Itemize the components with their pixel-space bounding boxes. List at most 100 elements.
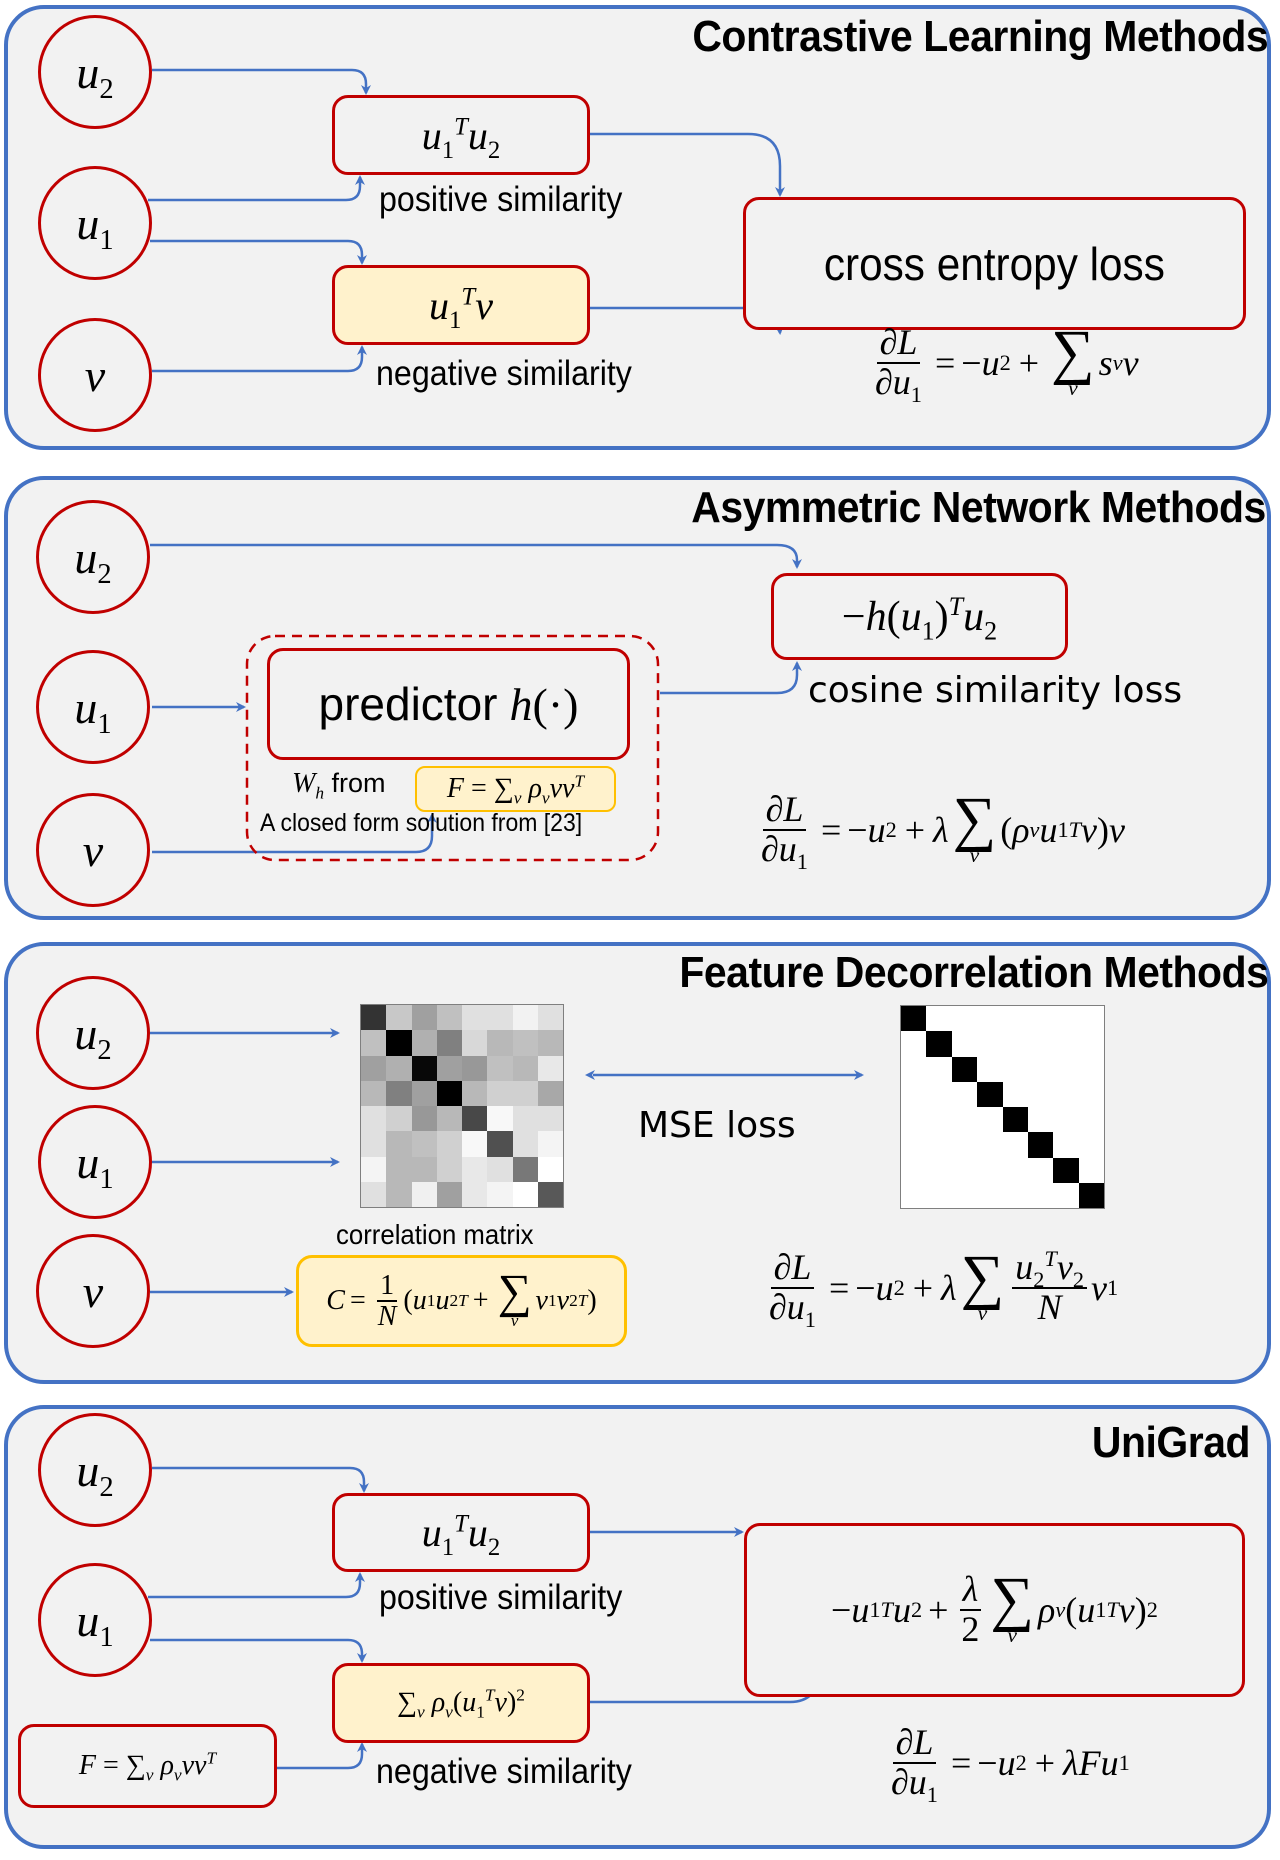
correlation-cell	[411, 1156, 437, 1182]
correlation-cell	[386, 1080, 412, 1106]
correlation-cell	[487, 1080, 513, 1106]
node-u2: u2	[36, 500, 150, 614]
identity-cell	[926, 1006, 952, 1032]
correlation-cell	[411, 1030, 437, 1056]
correlation-cell	[462, 1030, 488, 1056]
correlation-cell	[537, 1131, 563, 1157]
identity-cell	[1002, 1081, 1028, 1107]
identity-cell	[951, 1056, 978, 1082]
identity-cell	[1078, 1182, 1104, 1208]
node-u1: u1	[38, 166, 152, 280]
closed-form-note: A closed form solution from [23]	[260, 809, 583, 837]
correlation-cell	[487, 1005, 513, 1031]
correlation-cell	[512, 1181, 538, 1207]
correlation-cell	[487, 1156, 513, 1182]
correlation-cell	[487, 1055, 513, 1081]
correlation-cell	[512, 1030, 538, 1056]
identity-cell	[1027, 1006, 1054, 1032]
correlation-cell	[436, 1005, 462, 1031]
negative-similarity-label: negative similarity	[376, 1752, 632, 1791]
identity-cell	[951, 1081, 978, 1107]
correlation-cell	[537, 1055, 563, 1081]
predictor-box: predictor h(·)	[267, 648, 630, 760]
correlation-cell	[512, 1055, 538, 1081]
correlation-cell	[487, 1106, 513, 1132]
negative-similarity-box: u1Tv	[332, 265, 590, 345]
identity-cell	[1078, 1056, 1104, 1082]
identity-cell	[1053, 1157, 1079, 1183]
identity-cell	[977, 1031, 1003, 1057]
correlation-cell	[487, 1131, 513, 1157]
correlation-cell	[462, 1156, 488, 1182]
positive-similarity-label: positive similarity	[379, 180, 623, 219]
correlation-cell	[512, 1080, 538, 1106]
correlation-cell	[436, 1106, 462, 1132]
identity-cell	[1053, 1031, 1079, 1057]
positive-similarity-box: u1Tu2	[332, 1493, 590, 1572]
identity-cell	[901, 1031, 927, 1057]
identity-cell	[1002, 1031, 1028, 1057]
node-v: v	[36, 1234, 150, 1348]
identity-cell	[951, 1157, 978, 1183]
identity-cell	[926, 1132, 952, 1158]
correlation-cell	[512, 1106, 538, 1132]
identity-cell	[1002, 1157, 1028, 1183]
identity-cell	[977, 1182, 1003, 1208]
correlation-cell	[462, 1005, 488, 1031]
identity-cell	[1002, 1056, 1028, 1082]
identity-matrix	[900, 1005, 1105, 1209]
correlation-cell	[361, 1181, 387, 1207]
correlation-cell	[462, 1181, 488, 1207]
identity-cell	[901, 1132, 927, 1158]
negative-similarity-label: negative similarity	[376, 354, 632, 393]
correlation-cell	[411, 1106, 437, 1132]
correlation-cell	[462, 1080, 488, 1106]
correlation-matrix-label: correlation matrix	[336, 1219, 534, 1250]
correlation-cell	[512, 1156, 538, 1182]
identity-cell	[1078, 1132, 1104, 1158]
positive-similarity-box: u1Tu2	[332, 95, 590, 175]
panel-title-asymmetric: Asymmetric Network Methods	[691, 483, 1266, 532]
cosine-similarity-loss-label: cosine similarity loss	[808, 670, 1183, 711]
correlation-cell	[462, 1131, 488, 1157]
node-v: v	[36, 793, 150, 907]
wh-from-text: Wh from	[292, 768, 386, 803]
correlation-cell	[537, 1005, 563, 1031]
identity-cell	[926, 1157, 952, 1183]
identity-cell	[1027, 1056, 1054, 1082]
identity-cell	[1078, 1157, 1104, 1183]
correlation-cell	[537, 1080, 563, 1106]
f-matrix-box: F = ∑v ρvvvT	[18, 1724, 277, 1808]
correlation-cell	[436, 1181, 462, 1207]
identity-cell	[977, 1006, 1003, 1032]
identity-cell	[951, 1006, 978, 1032]
identity-cell	[1053, 1182, 1079, 1208]
correlation-cell	[411, 1181, 437, 1207]
correlation-cell	[411, 1055, 437, 1081]
correlation-cell	[537, 1156, 563, 1182]
identity-cell	[901, 1157, 927, 1183]
correlation-cell	[386, 1005, 412, 1031]
correlation-cell	[386, 1106, 412, 1132]
correlation-cell	[361, 1030, 387, 1056]
cross-entropy-loss-box: cross entropy loss	[743, 197, 1246, 330]
node-u2: u2	[36, 976, 150, 1090]
identity-cell	[1053, 1081, 1079, 1107]
identity-cell	[977, 1056, 1003, 1082]
identity-cell	[901, 1056, 927, 1082]
identity-cell	[1027, 1107, 1054, 1133]
identity-cell	[951, 1031, 978, 1057]
identity-cell	[1027, 1132, 1054, 1158]
identity-cell	[1053, 1107, 1079, 1133]
correlation-cell	[537, 1106, 563, 1132]
identity-cell	[977, 1081, 1003, 1107]
correlation-cell	[436, 1055, 462, 1081]
correlation-cell	[386, 1055, 412, 1081]
correlation-cell	[386, 1181, 412, 1207]
identity-cell	[901, 1006, 927, 1032]
panel-title-contrastive: Contrastive Learning Methods	[692, 12, 1268, 61]
